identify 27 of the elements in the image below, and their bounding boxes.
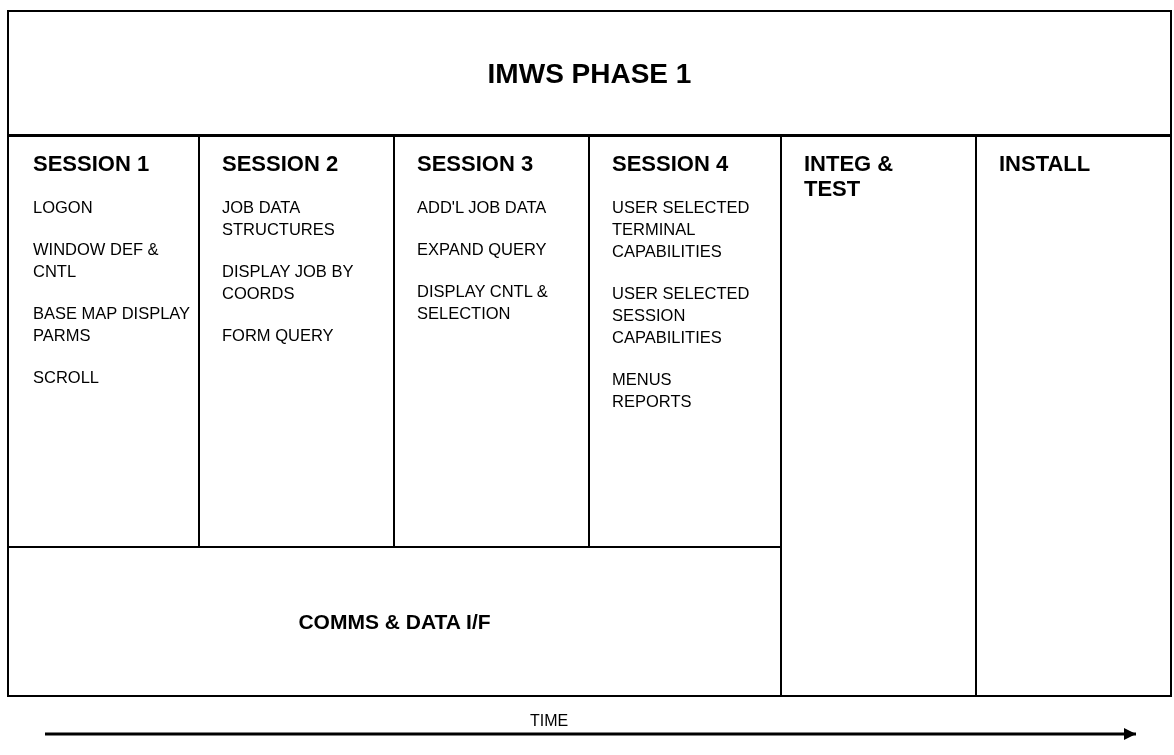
task-item: DISPLAY JOB BY COORDS xyxy=(222,261,355,304)
column-heading: IMWS PHASE 1 xyxy=(487,60,692,86)
column-heading: INSTALL xyxy=(999,151,1092,176)
column-heading: SESSION 4 xyxy=(612,151,730,176)
phase-column xyxy=(780,135,977,697)
column-heading: SESSION 3 xyxy=(417,151,535,176)
title-band xyxy=(7,10,1172,136)
task-item: MENUS REPORTS xyxy=(612,369,693,412)
task-item: WINDOW DEF & CNTL xyxy=(33,239,160,282)
phase-column xyxy=(7,135,200,548)
axis-label: TIME xyxy=(530,712,569,730)
task-item: USER SELECTED TERMINAL CAPABILITIES xyxy=(612,197,751,262)
column-heading: SESSION 2 xyxy=(222,151,340,176)
task-item: LOGON xyxy=(33,197,94,218)
phase-column xyxy=(975,135,1172,697)
task-item: BASE MAP DISPLAY PARMS xyxy=(33,303,190,346)
task-item: USER SELECTED SESSION CAPABILITIES xyxy=(612,283,751,348)
task-item: DISPLAY CNTL & SELECTION xyxy=(417,281,549,324)
task-item: JOB DATA STRUCTURES xyxy=(222,197,336,240)
title-band xyxy=(7,546,782,697)
task-item: ADD'L JOB DATA xyxy=(417,197,548,218)
task-item: FORM QUERY xyxy=(222,325,335,346)
task-item: SCROLL xyxy=(33,367,101,388)
task-item: EXPAND QUERY xyxy=(417,239,548,260)
column-heading: COMMS & DATA I/F xyxy=(298,609,491,634)
column-heading: SESSION 1 xyxy=(33,151,151,176)
column-heading: INTEG & TEST xyxy=(804,151,895,201)
